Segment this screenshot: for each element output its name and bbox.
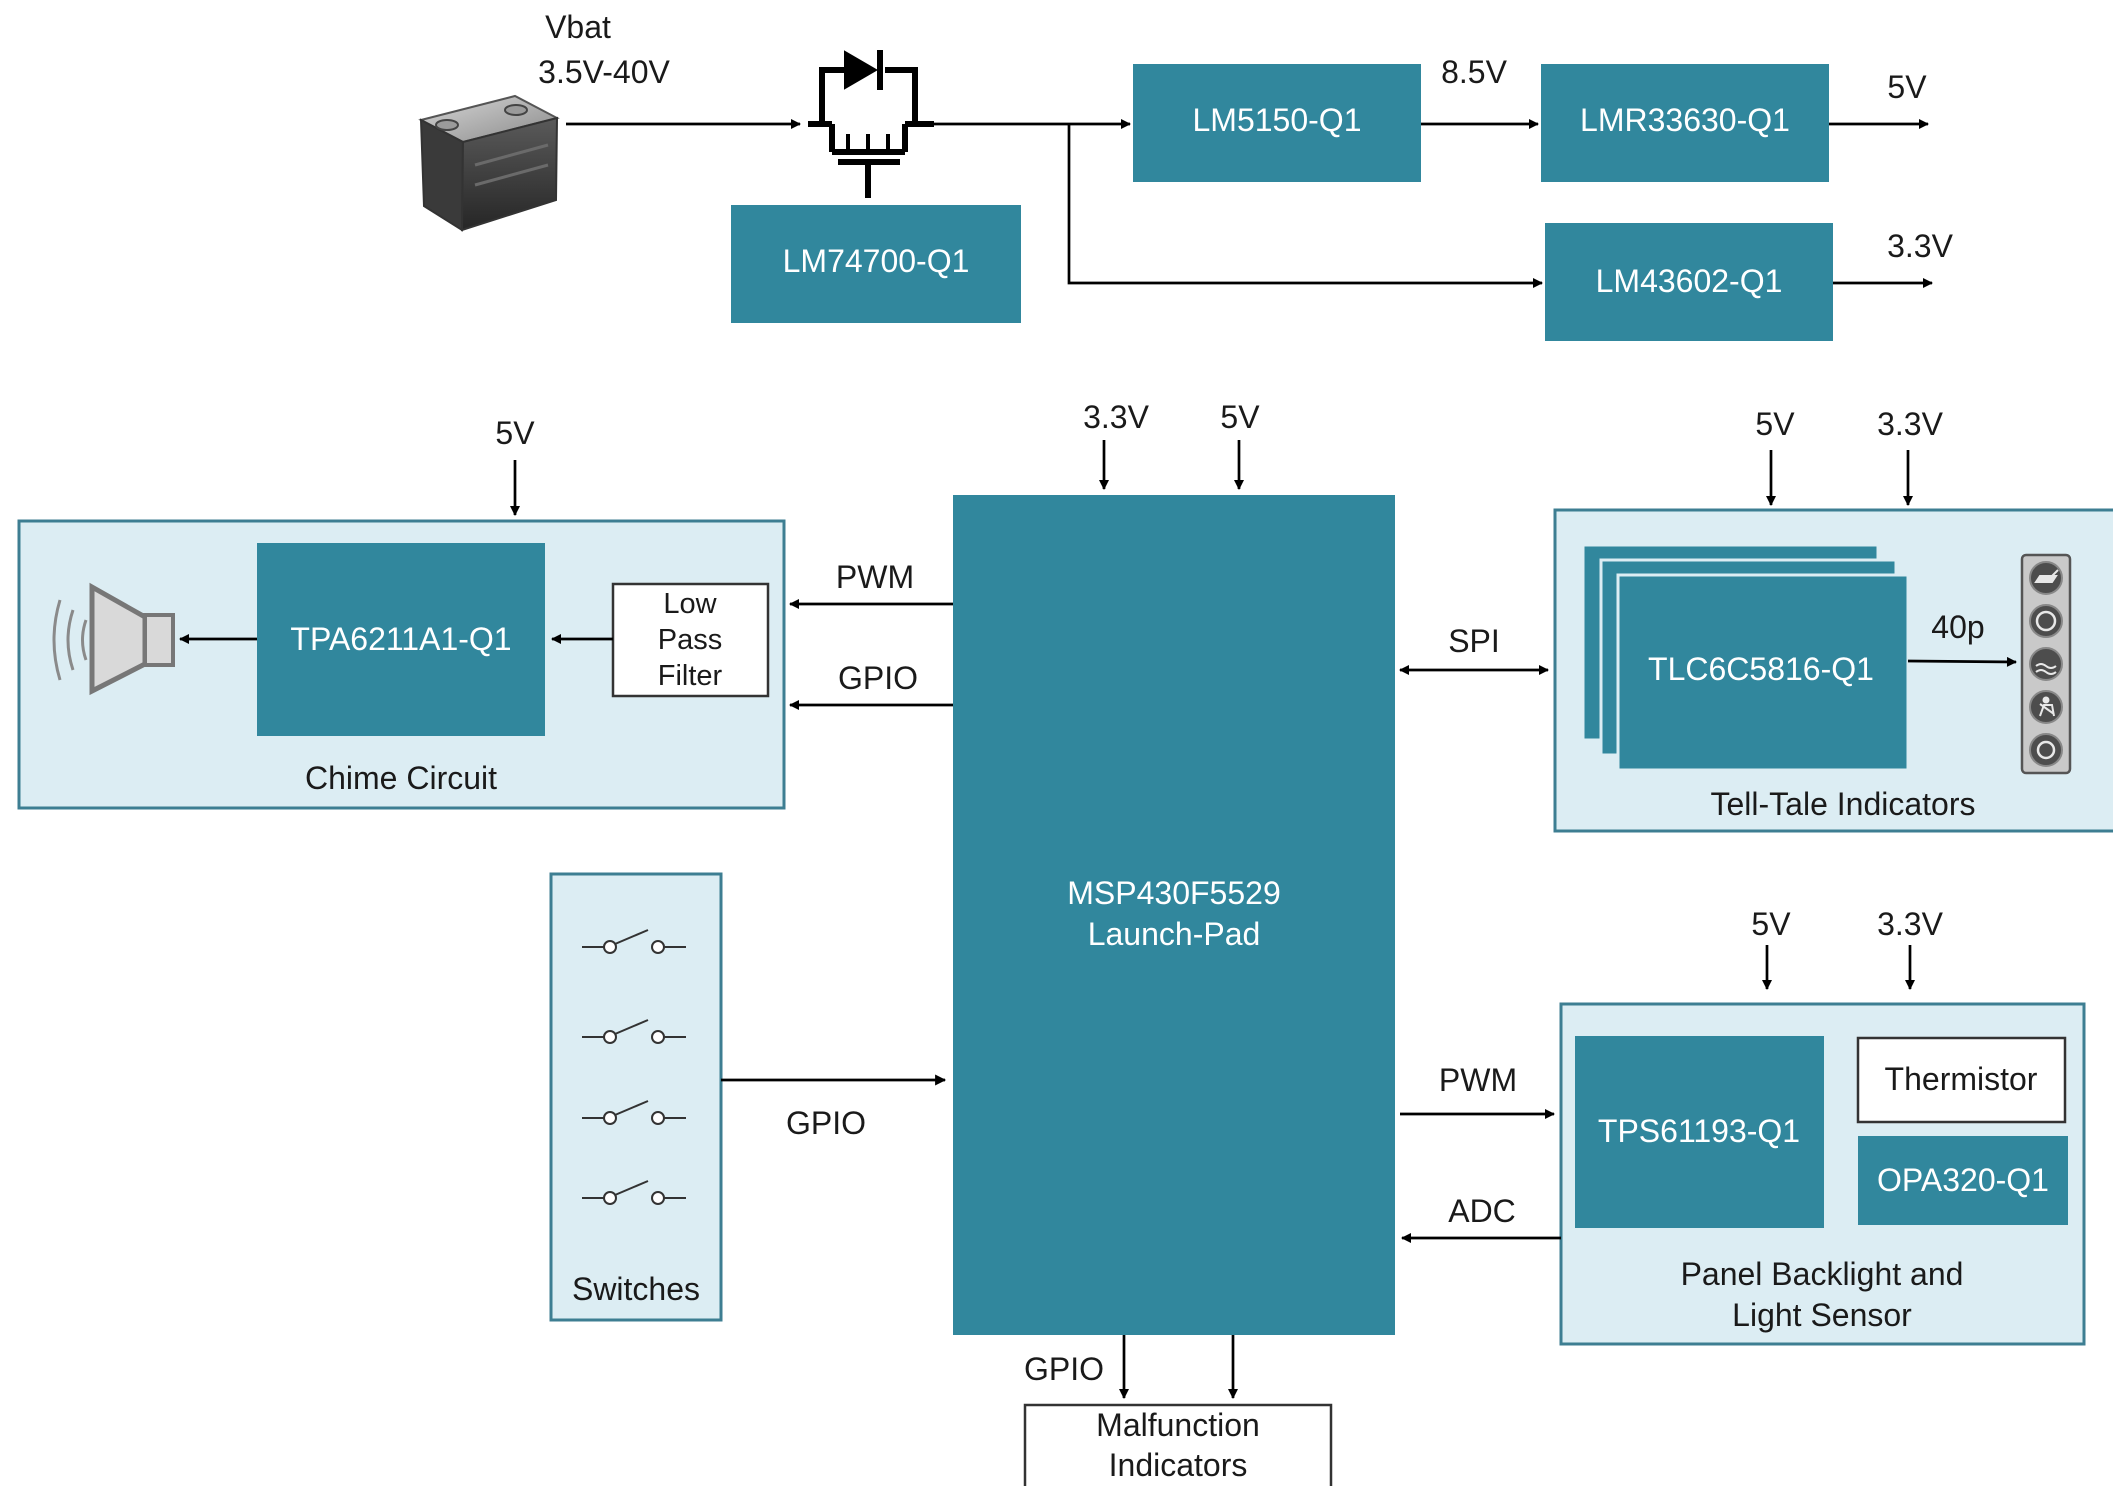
- thermistor-label: Thermistor: [1885, 1061, 2038, 1097]
- backlight-title-1: Panel Backlight and: [1681, 1256, 1964, 1292]
- buck-3v3-label: LM43602-Q1: [1596, 263, 1783, 299]
- mcu-section: MSP430F5529 Launch-Pad 3.3V 5V: [953, 399, 1395, 1335]
- backlight-pwm-label: PWM: [1439, 1062, 1517, 1098]
- led-outputs-wire: [1907, 656, 2017, 667]
- audio-amplifier-block: [257, 543, 545, 736]
- mcu-board: Launch-Pad: [1088, 916, 1261, 952]
- vbat-range-label: 3.5V-40V: [538, 54, 670, 90]
- mcu-rail-3v3-label: 3.3V: [1083, 399, 1149, 435]
- buck-5v-block: [1541, 64, 1829, 182]
- low-pass-filter-block: [611, 582, 770, 698]
- chime-pwm-label: PWM: [836, 559, 914, 595]
- malfunction-label-1: Malfunction: [1096, 1407, 1260, 1443]
- ideal-diode-controller-block: [731, 205, 1021, 323]
- backlight-group: 5V 3.3V TPS61193-Q1 Thermistor OPA320-Q1…: [1400, 906, 2086, 1346]
- buck-5v-output-voltage: 5V: [1887, 69, 1927, 105]
- backlight-adc-label: ADC: [1448, 1193, 1516, 1229]
- power-section: Vbat 3.5V-40V LM74700-Q1 LM5150-Q1: [418, 9, 1954, 341]
- switch-1-icon: [582, 929, 686, 954]
- mcu-block: [953, 495, 1395, 1335]
- led-driver-label: TLC6C5816-Q1: [1648, 651, 1874, 687]
- tell-tale-rail-3v3-label: 3.3V: [1877, 406, 1943, 442]
- ideal-diode-mosfet-icon: [808, 50, 934, 198]
- tell-tale-rail-5v-label: 5V: [1755, 406, 1795, 442]
- oil-can-icon: [2029, 561, 2063, 595]
- battery-icon: [418, 94, 560, 232]
- opamp-block: [1858, 1136, 2068, 1225]
- backlight-rail-3v3-label: 3.3V: [1877, 906, 1943, 942]
- malfunction-group: GPIO Malfunction Indicators: [1023, 1335, 1333, 1486]
- boost-converter-label: LM5150-Q1: [1193, 102, 1362, 138]
- switch-2-icon: [582, 1019, 686, 1044]
- boost-converter-block: [1133, 64, 1421, 182]
- led-outputs-label: 40p: [1931, 609, 1984, 645]
- switch-4-icon: [582, 1180, 686, 1205]
- mcu-name: MSP430F5529: [1067, 875, 1280, 911]
- malfunction-label-2: Indicators: [1109, 1447, 1248, 1483]
- switches-panel: [549, 872, 723, 1322]
- tell-tale-title: Tell-Tale Indicators: [1711, 786, 1976, 822]
- low-pass-filter-label-1: Low: [663, 588, 717, 620]
- coolant-temp-icon: [2029, 647, 2063, 681]
- low-pass-filter-label-2: Pass: [658, 624, 722, 656]
- low-pass-filter-label-3: Filter: [658, 660, 723, 692]
- audio-amplifier-label: TPA6211A1-Q1: [290, 621, 511, 657]
- chime-gpio-label: GPIO: [838, 660, 918, 696]
- speaker-icon: [52, 582, 175, 696]
- backlight-driver-label: TPS61193-Q1: [1598, 1113, 1800, 1149]
- switches-gpio-label: GPIO: [786, 1105, 866, 1141]
- tire-pressure-icon: [2029, 733, 2063, 767]
- opamp-label: OPA320-Q1: [1877, 1162, 2049, 1198]
- thermistor-block: [1856, 1036, 2067, 1124]
- spi-label: SPI: [1448, 623, 1500, 659]
- mcu-rail-5v-label: 5V: [1220, 399, 1260, 435]
- ideal-diode-controller-label: LM74700-Q1: [783, 243, 970, 279]
- chime-circuit-title: Chime Circuit: [305, 760, 497, 796]
- malfunction-gpio-label: GPIO: [1024, 1351, 1104, 1387]
- backlight-title-2: Light Sensor: [1732, 1297, 1912, 1333]
- rail-wire-to-3v3-buck: [1067, 124, 1543, 288]
- switch-3-icon: [582, 1100, 686, 1125]
- switches-group: Switches GPIO: [549, 872, 947, 1322]
- tell-tale-lamp-strip: [2020, 553, 2072, 775]
- seatbelt-icon: [2029, 690, 2063, 724]
- chime-circuit-group: 5V TPA6211A1-Q1 Low Pass Filter Chime Ci…: [17, 415, 953, 810]
- buck-3v3-output-voltage: 3.3V: [1887, 228, 1953, 264]
- malfunction-indicators-block: [1023, 1403, 1333, 1486]
- switches-title: Switches: [572, 1271, 700, 1307]
- buck-5v-label: LMR33630-Q1: [1580, 102, 1790, 138]
- led-driver-block: [1616, 573, 1910, 772]
- chime-rail-label: 5V: [495, 415, 535, 451]
- backlight-driver-block: [1575, 1036, 1824, 1228]
- vbat-label: Vbat: [545, 9, 611, 45]
- tell-tale-group: 5V 3.3V TLC6C5816-Q1 SPI 40p: [1399, 406, 2113, 833]
- brake-warning-icon: [2029, 604, 2063, 638]
- boost-output-voltage: 8.5V: [1441, 54, 1507, 90]
- buck-3v3-block: [1545, 223, 1833, 341]
- backlight-rail-5v-label: 5V: [1751, 906, 1791, 942]
